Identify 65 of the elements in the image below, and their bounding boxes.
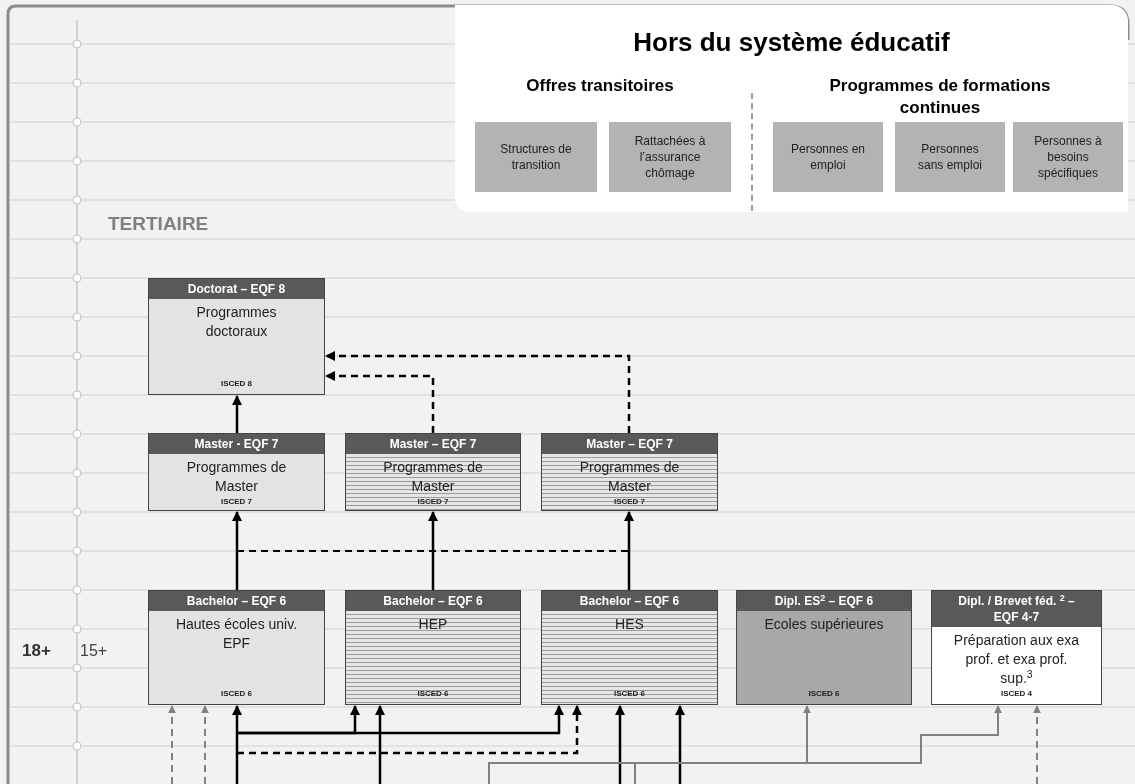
program-name: HEP [418,615,448,634]
program-name: Programmes de Master [578,458,681,496]
isced-level: ISCED 7 [220,496,253,508]
program-name: Hautes écoles univ. EPF [174,615,299,653]
arrow [675,705,685,784]
arrow [325,371,435,433]
arrow [1033,705,1041,784]
box-header: Dipl. / Brevet féd. $^{2}$ – EQF 4-7 [932,591,1101,627]
program-name: Ecoles supérieures [764,615,884,634]
isced-level: ISCED 7 [417,496,449,508]
program-name: Programmes de Master [382,458,484,496]
program-name: Préparation aux exa prof. et exa prof. sup.$^{3}$ [952,631,1081,688]
arrow [237,705,564,735]
isced-level: ISCED 8 [220,378,253,390]
arrow [237,705,582,755]
program-name: Programmes de Master [185,458,288,496]
arrow [634,705,1002,784]
arrow [168,705,176,784]
program-name: Programmes doctoraux [195,303,278,341]
arrow [428,511,438,590]
arrow [325,351,631,433]
box-header: Doctorat – EQF 8 [149,279,324,299]
isced-level: ISCED 6 [220,688,253,700]
program-box [931,590,1102,705]
box-header: Bachelor – EQF 6 [542,591,717,611]
program-box [541,433,718,511]
program-box [148,433,325,511]
program-box [541,590,718,705]
category-box: Structures de transition [475,122,597,192]
panel-heading: Hors du système éducatif [632,26,951,59]
box-header: Master – EQF 7 [542,434,717,454]
box-header: Dipl. ES$^{2}$ – EQF 6 [737,591,911,611]
box-header: Master – EQF 7 [346,434,520,454]
category-box: Personnes sans emploi [895,122,1005,192]
program-box [345,433,521,511]
arrow [232,705,242,784]
program-box [736,590,912,705]
group-heading: Programmes de formations continues [828,75,1052,119]
arrow [201,705,209,784]
arrow [232,395,242,433]
category-box: Personnes à besoins spécifiques [1013,122,1123,192]
isced-level: ISCED 4 [1000,688,1033,700]
arrow [375,705,385,784]
category-box: Personnes en emploi [773,122,883,192]
age-label: 18+ [22,640,51,662]
section-heading: TERTIAIRE [108,212,209,236]
isced-level: ISCED 6 [417,688,449,700]
arrow [624,511,634,590]
program-box [148,278,325,395]
arrow [488,705,811,784]
panel [455,5,1128,212]
isced-level: ISCED 7 [613,496,646,508]
age-label: 15+ [80,641,108,661]
arrow [232,511,242,590]
box-header: Master - EQF 7 [149,434,324,454]
arrow [615,705,625,784]
category-box: Rattachées à l’assurance chômage [609,122,731,192]
group-heading: Offres transitoires [525,75,675,97]
isced-level: ISCED 6 [613,688,646,700]
program-box [345,590,521,705]
box-header: Bachelor – EQF 6 [149,591,324,611]
box-header: Bachelor – EQF 6 [346,591,520,611]
program-box [148,590,325,705]
isced-level: ISCED 6 [808,688,840,700]
program-name: HES [615,615,644,634]
